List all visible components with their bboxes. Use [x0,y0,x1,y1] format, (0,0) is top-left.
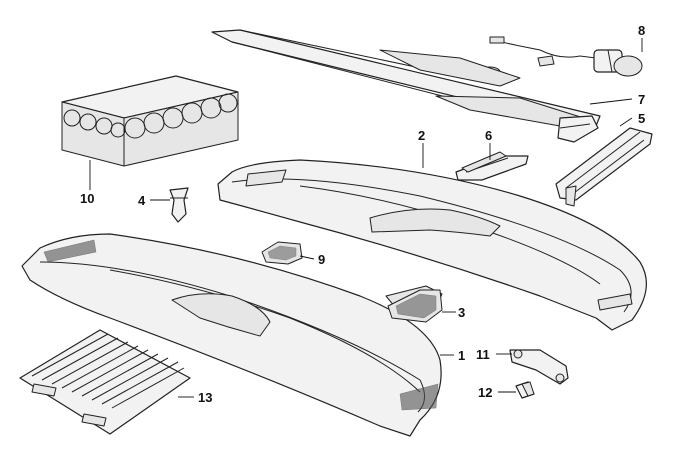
callout-7: 7 [638,92,645,107]
callout-labels: 1 2 3 4 5 6 7 8 9 10 11 12 13 [80,23,645,405]
leader-lines [89,38,643,398]
callout-8: 8 [638,23,645,38]
part-8-motor [489,36,643,77]
part-5-guide [555,127,653,207]
part-7-rail [211,29,601,143]
part-13-cover [19,329,191,435]
part-3-grille [387,289,443,323]
callout-11: 11 [476,347,490,362]
callout-12: 12 [478,385,492,400]
part-6-bracket [455,151,529,181]
callout-13: 13 [198,390,212,405]
part-10-box [61,75,239,167]
callout-6: 6 [485,128,492,143]
part-12-clip [515,381,535,399]
callout-1: 1 [458,348,465,363]
callout-4: 4 [138,193,146,208]
part-4-clip [169,187,189,223]
part-9-grille [261,241,303,265]
part-2-shelf [217,159,647,331]
callout-2: 2 [418,128,425,143]
callout-9: 9 [318,252,325,267]
callout-10: 10 [80,191,94,206]
callout-5: 5 [638,111,645,126]
callout-3: 3 [458,305,465,320]
part-11-mechanism [509,349,569,385]
